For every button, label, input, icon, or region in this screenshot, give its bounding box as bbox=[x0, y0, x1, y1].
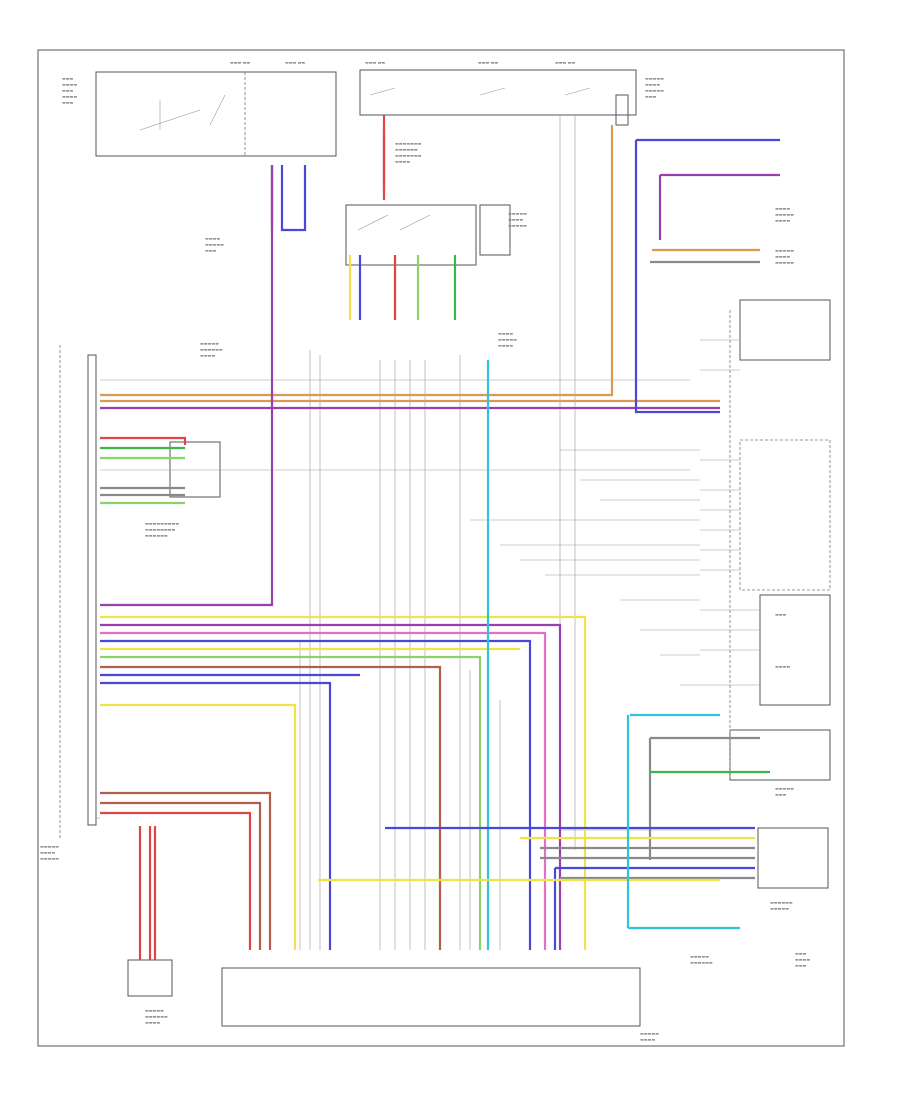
transmission-control-connector bbox=[757, 827, 829, 889]
svg-text:▬▬▬▬▬: ▬▬▬▬▬ bbox=[645, 76, 664, 81]
ecm-connector-strip bbox=[87, 354, 97, 826]
svg-text:▬▬▬▬▬: ▬▬▬▬▬ bbox=[498, 337, 517, 342]
wire-brown-40 bbox=[100, 801, 262, 950]
wire-blue-35 bbox=[553, 866, 755, 950]
svg-text:▬▬▬: ▬▬▬ bbox=[795, 963, 807, 968]
svg-text:▬▬▬▬▬▬: ▬▬▬▬▬▬ bbox=[770, 900, 793, 905]
svg-text:▬▬▬▬▬▬: ▬▬▬▬▬▬ bbox=[395, 147, 418, 152]
wire-red-9 bbox=[100, 436, 187, 445]
svg-text:▬▬▬: ▬▬▬ bbox=[62, 100, 74, 105]
svg-text:▬▬▬▬▬▬: ▬▬▬▬▬▬ bbox=[145, 1014, 168, 1019]
wire-orange-5 bbox=[100, 125, 614, 397]
svg-text:▬▬▬▬: ▬▬▬▬ bbox=[62, 82, 77, 87]
svg-text:▬▬▬▬▬: ▬▬▬▬▬ bbox=[200, 341, 219, 346]
svg-text:▬▬▬▬▬: ▬▬▬▬▬ bbox=[40, 844, 59, 849]
bottom-connector-row bbox=[221, 967, 641, 1027]
wire-blue-8 bbox=[634, 140, 720, 414]
wire-violet-2 bbox=[658, 173, 780, 240]
svg-text:▬▬▬▬: ▬▬▬▬ bbox=[508, 217, 523, 222]
svg-text:▬▬▬: ▬▬▬ bbox=[775, 612, 787, 617]
wire-red-41 bbox=[100, 811, 252, 950]
svg-text:▬▬▬ ▬▬: ▬▬▬ ▬▬ bbox=[285, 60, 305, 65]
svg-text:▬▬▬: ▬▬▬ bbox=[795, 951, 807, 956]
svg-text:▬▬▬▬▬▬▬▬: ▬▬▬▬▬▬▬▬ bbox=[145, 527, 175, 532]
fuse-symbols bbox=[369, 87, 591, 96]
svg-text:▬▬▬▬: ▬▬▬▬ bbox=[62, 94, 77, 99]
wire-cyan-38 bbox=[626, 715, 740, 930]
park-neutral-switch-box bbox=[345, 204, 477, 266]
wire-brown-23 bbox=[100, 665, 442, 950]
svg-text:▬▬▬▬: ▬▬▬▬ bbox=[775, 664, 790, 669]
svg-text:▬▬▬▬▬: ▬▬▬▬▬ bbox=[145, 1008, 164, 1013]
svg-text:▬▬▬ ▬▬: ▬▬▬ ▬▬ bbox=[365, 60, 385, 65]
svg-text:▬▬▬▬: ▬▬▬▬ bbox=[775, 254, 790, 259]
svg-text:▬▬▬▬: ▬▬▬▬ bbox=[645, 82, 660, 87]
svg-text:▬▬▬▬▬: ▬▬▬▬▬ bbox=[775, 248, 794, 253]
svg-text:▬▬▬▬: ▬▬▬▬ bbox=[205, 236, 220, 241]
wire-lightgreen-22 bbox=[100, 655, 482, 950]
svg-text:▬▬▬▬▬▬▬▬▬: ▬▬▬▬▬▬▬▬▬ bbox=[145, 521, 179, 526]
svg-text:▬▬▬: ▬▬▬ bbox=[775, 792, 787, 797]
svg-text:▬▬▬▬▬: ▬▬▬▬▬ bbox=[775, 786, 794, 791]
svg-text:▬▬▬▬: ▬▬▬▬ bbox=[498, 331, 513, 336]
svg-text:▬▬▬▬▬: ▬▬▬▬▬ bbox=[640, 1031, 659, 1036]
svg-text:▬▬▬▬▬: ▬▬▬▬▬ bbox=[770, 906, 789, 911]
svg-text:▬▬▬▬▬: ▬▬▬▬▬ bbox=[690, 954, 709, 959]
gray-signal-lines bbox=[96, 115, 760, 950]
switch-contacts bbox=[357, 214, 431, 231]
wire-brown-39 bbox=[100, 791, 272, 950]
svg-text:▬▬▬▬: ▬▬▬▬ bbox=[640, 1037, 655, 1042]
svg-text:▬▬▬▬▬: ▬▬▬▬▬ bbox=[508, 223, 527, 228]
throttle-position-sensor-box bbox=[169, 441, 221, 498]
oxygen-sensor-box bbox=[127, 959, 173, 997]
svg-text:▬▬▬▬▬▬: ▬▬▬▬▬▬ bbox=[690, 960, 713, 965]
svg-text:▬▬▬▬: ▬▬▬▬ bbox=[775, 218, 790, 223]
stop-lamp-switch-box bbox=[479, 204, 511, 256]
right-module-top bbox=[739, 299, 831, 361]
svg-text:▬▬▬▬: ▬▬▬▬ bbox=[145, 1020, 160, 1025]
ignition-switch-box bbox=[95, 71, 337, 157]
svg-text:▬▬▬: ▬▬▬ bbox=[62, 76, 74, 81]
svg-text:▬▬▬▬: ▬▬▬▬ bbox=[498, 343, 513, 348]
speed-sensor-box bbox=[759, 594, 831, 706]
wire-gray-29 bbox=[648, 736, 760, 860]
svg-text:▬▬▬▬: ▬▬▬▬ bbox=[40, 850, 55, 855]
fuse-box bbox=[359, 69, 637, 116]
wire-blue-16 bbox=[280, 165, 307, 232]
fuse-element bbox=[615, 94, 629, 126]
svg-text:▬▬▬: ▬▬▬ bbox=[645, 94, 657, 99]
svg-text:▬▬▬▬▬: ▬▬▬▬▬ bbox=[645, 88, 664, 93]
svg-text:▬▬▬▬▬: ▬▬▬▬▬ bbox=[508, 211, 527, 216]
wire-violet-15 bbox=[100, 165, 274, 607]
solenoid-group bbox=[739, 439, 831, 591]
svg-text:▬▬▬▬: ▬▬▬▬ bbox=[775, 206, 790, 211]
svg-text:▬▬▬▬▬: ▬▬▬▬▬ bbox=[775, 260, 794, 265]
diagram-frame bbox=[37, 49, 845, 1047]
wire-yellow-26 bbox=[100, 703, 297, 950]
wire-blue-25 bbox=[100, 681, 332, 950]
relay-switch-symbol bbox=[139, 94, 226, 131]
wire-pink-19 bbox=[100, 631, 547, 950]
svg-text:▬▬▬▬▬▬: ▬▬▬▬▬▬ bbox=[200, 347, 223, 352]
svg-text:▬▬▬▬▬▬▬: ▬▬▬▬▬▬▬ bbox=[395, 153, 422, 158]
svg-text:▬▬▬ ▬▬: ▬▬▬ ▬▬ bbox=[555, 60, 575, 65]
svg-text:▬▬▬▬▬▬: ▬▬▬▬▬▬ bbox=[145, 533, 168, 538]
label-blocks: ▬▬▬ ▬▬▬▬ ▬▬▬ ▬▬▬▬ ▬▬▬ ▬▬▬ ▬▬ ▬▬▬ ▬▬ ▬▬▬ … bbox=[40, 60, 810, 1042]
svg-text:▬▬▬▬: ▬▬▬▬ bbox=[200, 353, 215, 358]
svg-text:▬▬▬▬▬▬▬: ▬▬▬▬▬▬▬ bbox=[395, 141, 422, 146]
svg-text:▬▬▬▬▬: ▬▬▬▬▬ bbox=[40, 856, 59, 861]
svg-text:▬▬▬: ▬▬▬ bbox=[205, 248, 217, 253]
svg-text:▬▬▬▬▬: ▬▬▬▬▬ bbox=[775, 212, 794, 217]
svg-text:▬▬▬▬▬: ▬▬▬▬▬ bbox=[205, 242, 224, 247]
wire-violet-18 bbox=[100, 623, 562, 950]
wire-blue-20 bbox=[100, 639, 532, 950]
colored-wires bbox=[100, 115, 780, 960]
svg-text:▬▬▬ ▬▬: ▬▬▬ ▬▬ bbox=[478, 60, 498, 65]
svg-text:▬▬▬: ▬▬▬ bbox=[62, 88, 74, 93]
svg-text:▬▬▬▬: ▬▬▬▬ bbox=[795, 957, 810, 962]
svg-text:▬▬▬▬: ▬▬▬▬ bbox=[395, 159, 410, 164]
svg-text:▬▬▬ ▬▬: ▬▬▬ ▬▬ bbox=[230, 60, 250, 65]
